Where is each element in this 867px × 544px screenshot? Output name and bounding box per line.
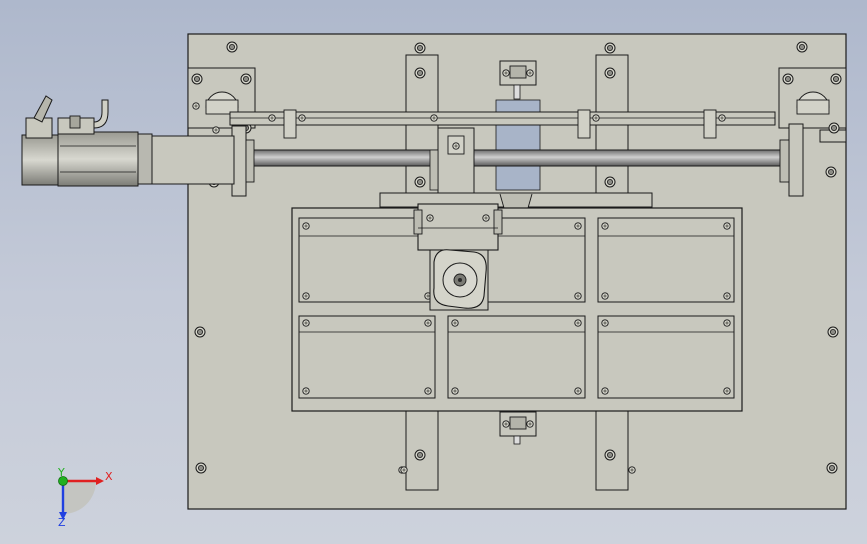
motor-cable-connector-1[interactable] xyxy=(25,95,53,139)
right-end-bearing-block[interactable] xyxy=(779,123,804,197)
x-axis-arrowhead xyxy=(96,477,104,485)
y-axis-dot xyxy=(58,476,68,486)
rotary-table[interactable] xyxy=(433,249,487,309)
right-guide-rail[interactable] xyxy=(398,42,636,491)
z-axis-label: Z xyxy=(58,516,66,529)
y-axis-label: Y xyxy=(57,466,65,479)
compartment[interactable] xyxy=(597,315,735,399)
triad-plane-indicator xyxy=(63,481,96,514)
orientation-triad[interactable]: X Y Z xyxy=(57,466,113,529)
bottom-sensor-mount[interactable] xyxy=(499,411,537,445)
ball-screw-shaft[interactable] xyxy=(243,149,790,167)
x-axis-label: X xyxy=(105,470,113,483)
motor-cable-connector-2[interactable] xyxy=(57,99,109,135)
compartment-grid xyxy=(298,217,735,399)
screw-nut-block[interactable] xyxy=(429,127,475,195)
servo-motor[interactable] xyxy=(21,131,235,187)
right-bearing-support[interactable] xyxy=(778,67,847,134)
compartment[interactable] xyxy=(597,217,735,303)
top-sensor-mount[interactable] xyxy=(499,60,537,100)
compartment[interactable] xyxy=(447,315,586,399)
compartment[interactable] xyxy=(298,217,436,303)
left-end-bearing-block[interactable] xyxy=(231,125,255,197)
compartment[interactable] xyxy=(298,315,436,399)
z-axis-arrowhead xyxy=(59,512,67,520)
linear-rail[interactable] xyxy=(229,109,776,139)
carriage-notch xyxy=(499,193,533,209)
